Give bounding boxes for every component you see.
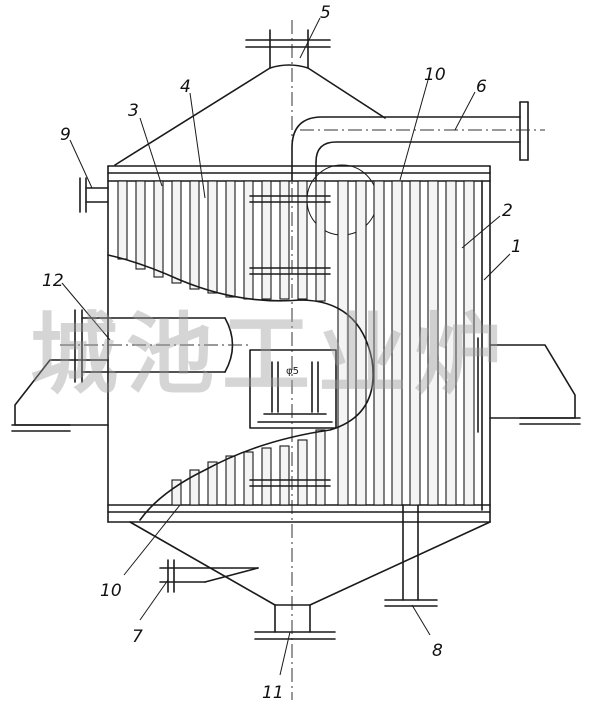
label-1: 1 bbox=[511, 237, 522, 257]
watermark: 城池工业炉 bbox=[30, 303, 510, 406]
tube bbox=[261, 447, 272, 506]
tube bbox=[225, 455, 236, 506]
tube bbox=[409, 180, 421, 506]
left-support bbox=[11, 359, 109, 432]
tube bbox=[279, 445, 290, 506]
tube bbox=[189, 180, 200, 290]
label-10-top: 10 bbox=[424, 65, 446, 85]
tube bbox=[171, 479, 182, 506]
tube bbox=[207, 180, 218, 294]
tube bbox=[427, 180, 439, 506]
manhole-view: φ5 bbox=[249, 349, 337, 429]
tube bbox=[171, 180, 182, 284]
inlet-pipe bbox=[60, 309, 250, 383]
label-11: 11 bbox=[262, 683, 284, 703]
label-10-bottom: 10 bbox=[100, 581, 122, 601]
cutaway-break-line bbox=[107, 254, 374, 521]
spacers bbox=[249, 195, 331, 487]
label-3: 3 bbox=[128, 101, 139, 121]
tube bbox=[261, 180, 272, 300]
label-8: 8 bbox=[432, 641, 443, 661]
label-12: 12 bbox=[42, 271, 64, 291]
tube bbox=[297, 439, 308, 506]
bottom-head bbox=[129, 521, 491, 606]
tube bbox=[315, 180, 326, 302]
leader-lines bbox=[61, 17, 511, 676]
tube bbox=[315, 429, 326, 506]
tube-bundle bbox=[117, 180, 475, 506]
tube bbox=[225, 180, 236, 298]
tube bbox=[337, 180, 349, 506]
label-6: 6 bbox=[476, 77, 487, 97]
tube bbox=[189, 469, 200, 506]
tube bbox=[207, 461, 218, 506]
tube bbox=[445, 180, 457, 506]
label-7: 7 bbox=[132, 627, 143, 647]
label-2: 2 bbox=[502, 201, 513, 221]
left-small-nozzle bbox=[79, 177, 109, 213]
label-5: 5 bbox=[320, 3, 331, 23]
label-9: 9 bbox=[60, 125, 71, 145]
vertical-pipe bbox=[384, 504, 438, 607]
tube bbox=[243, 451, 254, 506]
drain-pipe bbox=[159, 559, 259, 593]
tube bbox=[243, 180, 254, 300]
bottom-nozzle bbox=[254, 604, 336, 640]
tube bbox=[117, 180, 128, 260]
tube bbox=[355, 180, 367, 506]
tube bbox=[279, 180, 290, 300]
tube bbox=[153, 180, 164, 278]
tube bbox=[463, 180, 475, 506]
manhole-mark: φ5 bbox=[286, 366, 299, 377]
top-nozzle bbox=[245, 29, 331, 69]
tube bbox=[297, 180, 308, 300]
tube bbox=[135, 180, 146, 270]
tube bbox=[391, 180, 403, 506]
outlet-pipe bbox=[291, 101, 545, 181]
tube bbox=[373, 180, 385, 506]
right-support bbox=[477, 337, 581, 433]
label-4: 4 bbox=[180, 77, 191, 97]
